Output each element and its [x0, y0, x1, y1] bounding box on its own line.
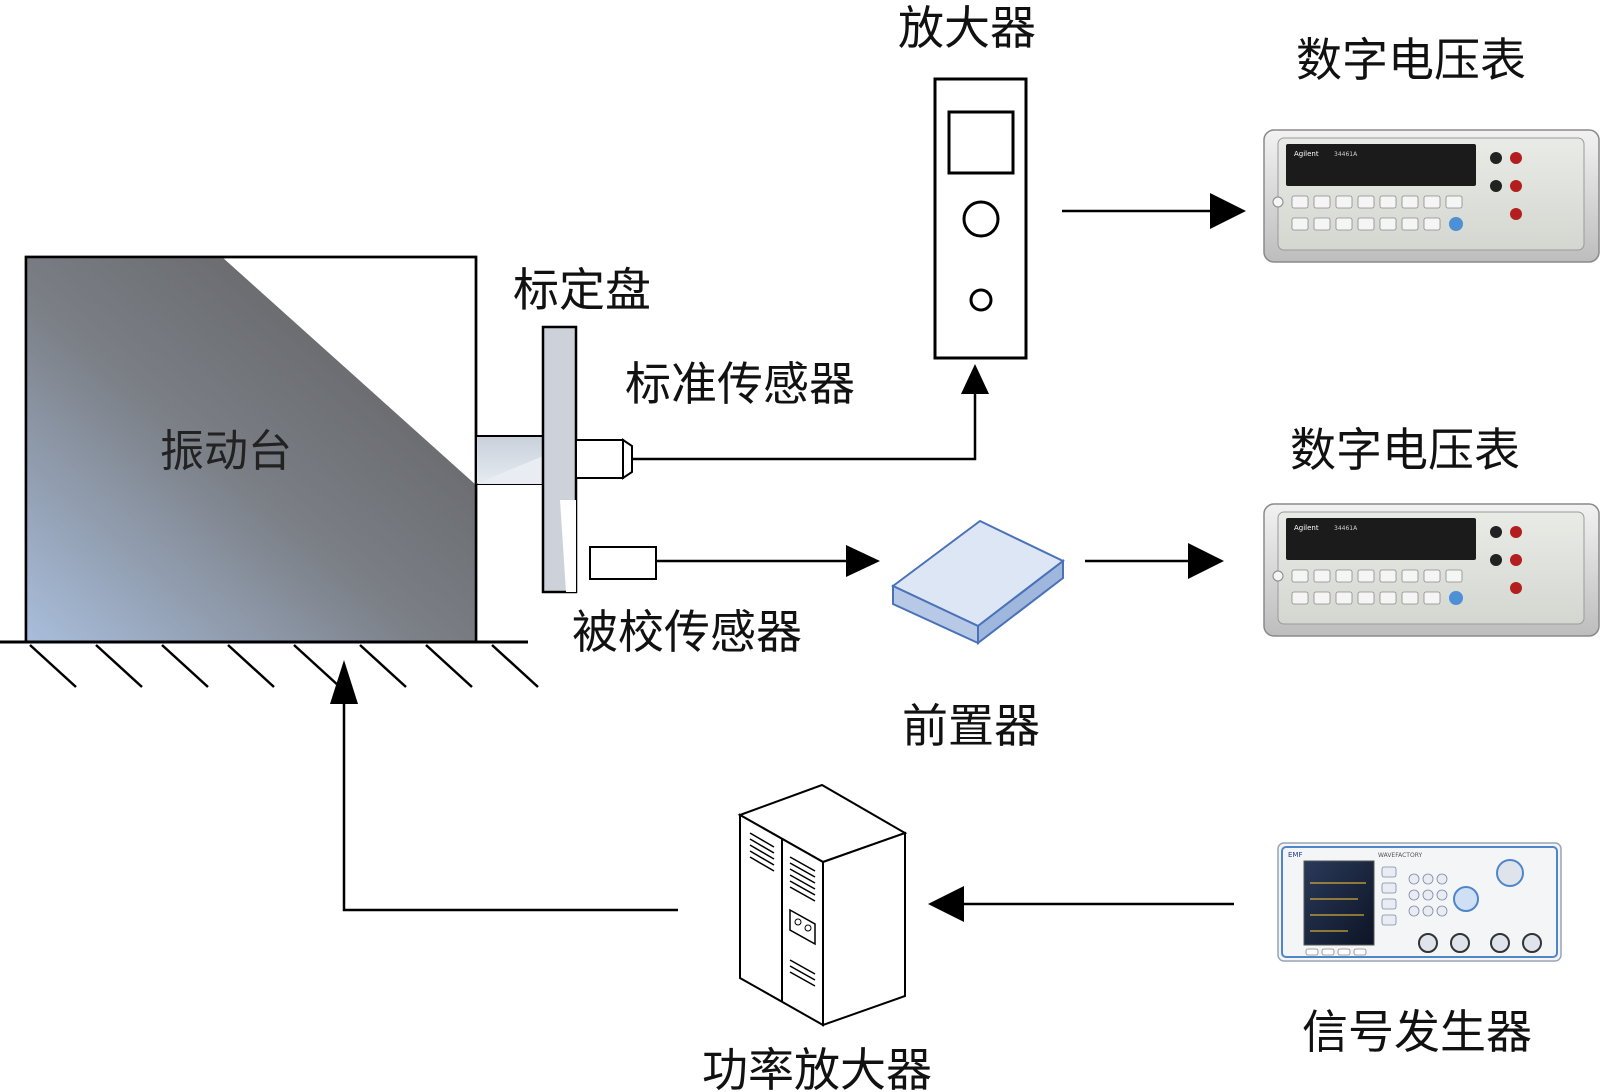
arrow-to-power-amplifier	[928, 886, 964, 922]
signal-wires	[330, 193, 1246, 922]
amplifier-label: 放大器	[898, 1, 1036, 55]
power-amplifier: 功率放大器	[702, 783, 932, 1092]
preamplifier: 前置器	[891, 519, 1065, 753]
calibration-disk-label: 标定盘	[513, 263, 651, 317]
standard-sensor: 标准传感器	[575, 357, 855, 480]
standard-sensor-label: 标准传感器	[625, 357, 855, 411]
arrow-to-vibration-table	[330, 660, 358, 704]
amplifier: 放大器	[898, 1, 1036, 360]
shaft	[475, 435, 544, 485]
generator-brand: EMF	[1288, 851, 1303, 859]
signal-generator: EMF WAVEFACTORY	[1277, 842, 1562, 962]
voltmeter-middle-model: 34461A	[1334, 525, 1358, 532]
signal-generator-label: 信号发生器	[1302, 1005, 1532, 1059]
voltmeter-middle-label: 数字电压表	[1290, 423, 1520, 477]
power-amplifier-label: 功率放大器	[702, 1043, 932, 1092]
voltmeter-top-label: 数字电压表	[1296, 33, 1526, 87]
sensor-under-test: 被校传感器	[572, 546, 802, 659]
calibration-disk: 标定盘	[513, 263, 651, 594]
voltmeter-top-brand: Agilent	[1294, 150, 1319, 158]
vibration-table: 振动台	[24, 255, 478, 644]
voltmeter-middle-brand: Agilent	[1294, 524, 1319, 532]
preamplifier-label: 前置器	[902, 699, 1040, 753]
arrow-to-preamplifier	[846, 545, 880, 577]
arrow-to-voltmeter-middle	[1188, 543, 1224, 579]
voltmeter-middle: Agilent 34461A	[1263, 503, 1600, 637]
generator-model: WAVEFACTORY	[1378, 852, 1422, 859]
voltmeter-top: Agilent 34461A	[1263, 129, 1600, 263]
voltmeter-top-model: 34461A	[1334, 151, 1358, 158]
arrow-to-voltmeter-top	[1210, 193, 1246, 229]
arrow-to-amplifier	[961, 364, 989, 394]
ground	[0, 640, 539, 688]
vibration-table-label: 振动台	[160, 426, 292, 477]
sensor-under-test-label: 被校传感器	[572, 605, 802, 659]
